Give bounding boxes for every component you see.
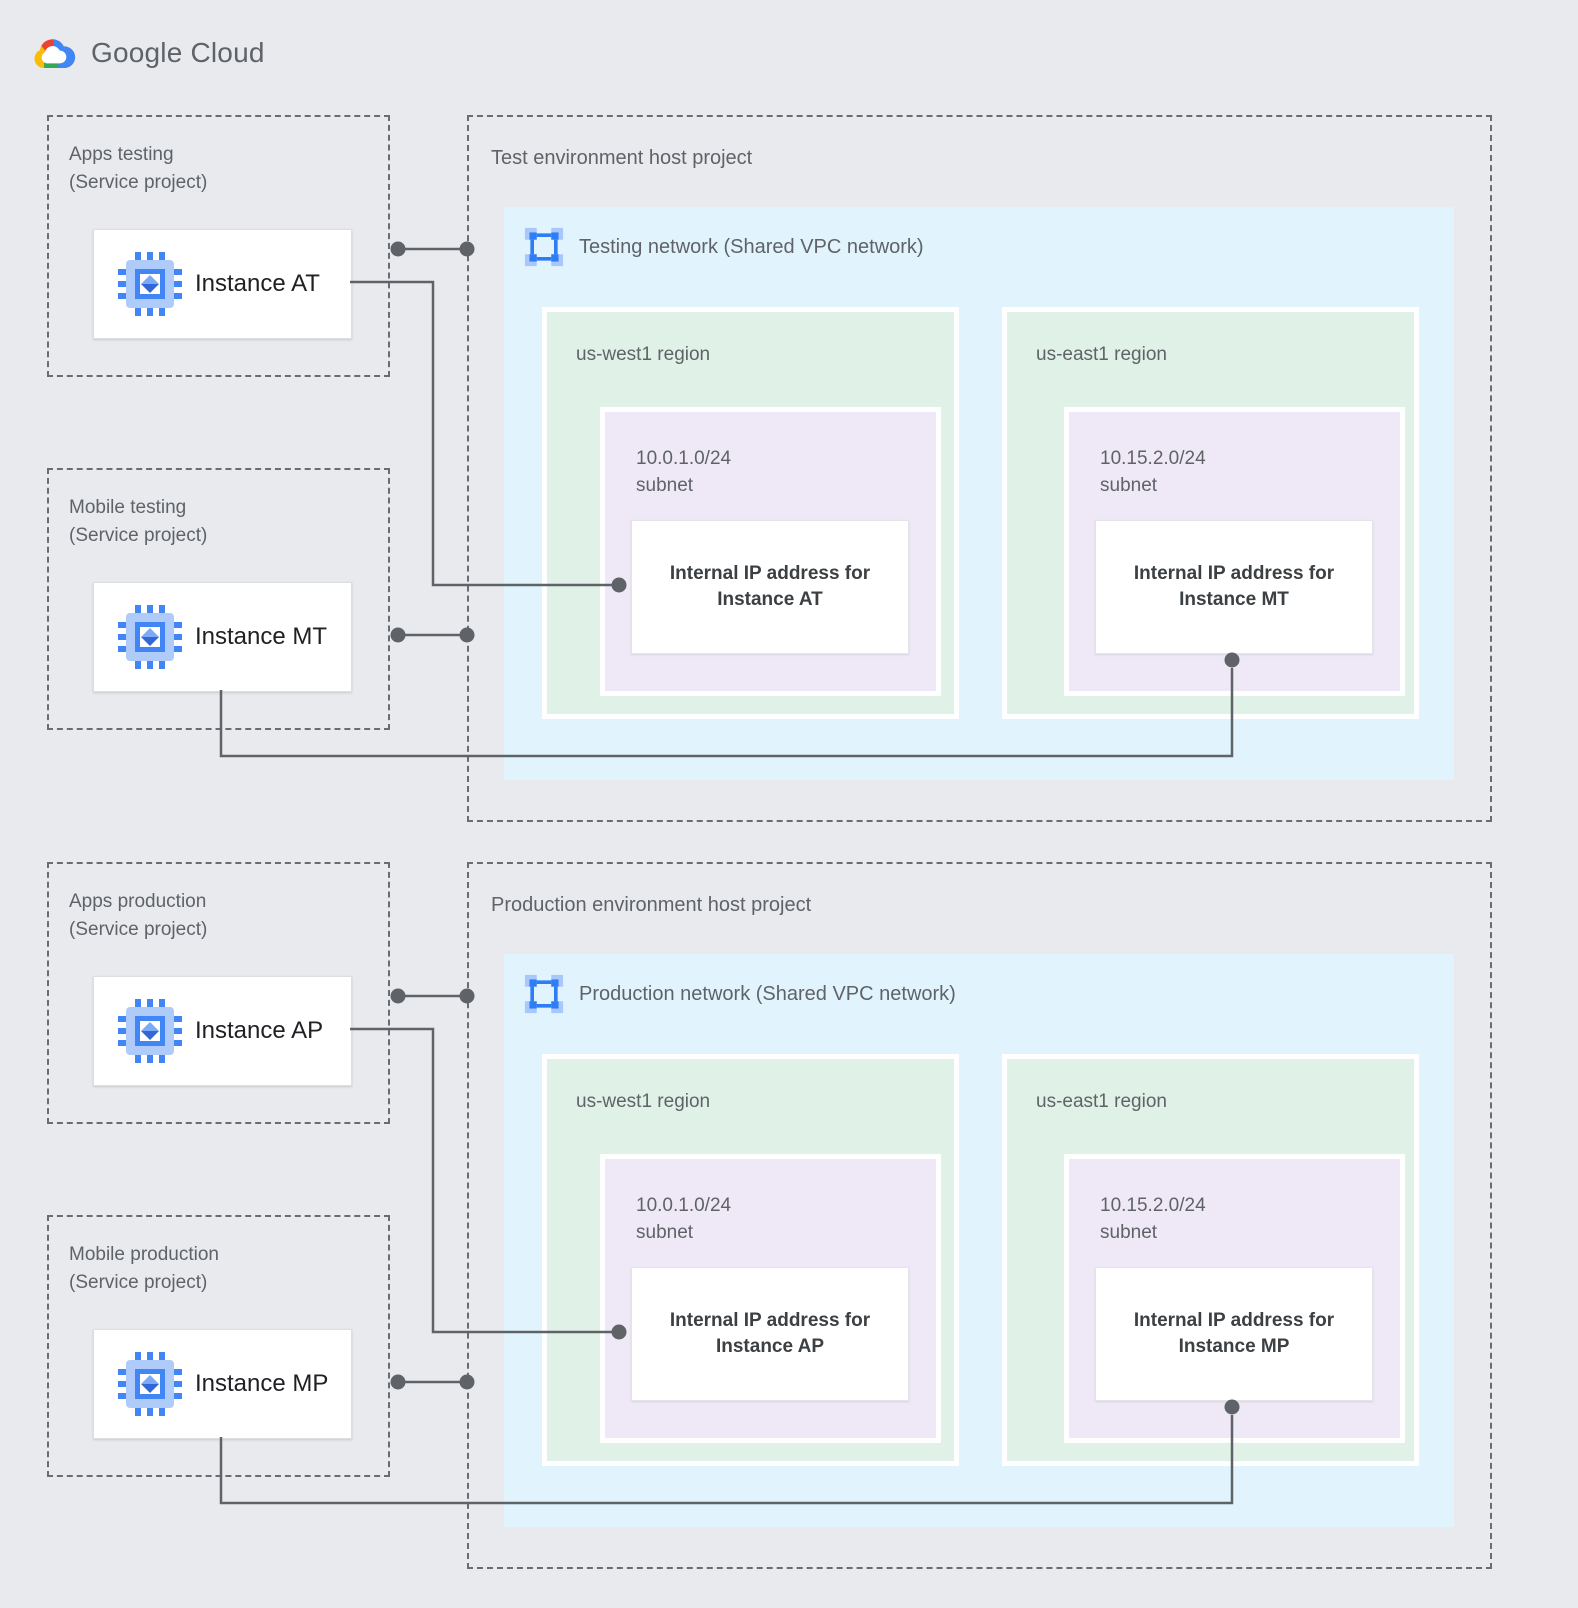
service-project-title: Apps production (Service project)	[69, 888, 207, 943]
instance-card-mp: Instance MP	[93, 1329, 352, 1439]
ip-line1: Internal IP address for	[1133, 563, 1335, 585]
region-label: us-east1 region	[1036, 344, 1167, 365]
subnet-box: 10.15.2.0/24 subnet Internal IP address …	[1064, 407, 1405, 696]
subnet-label: 10.15.2.0/24 subnet	[1100, 446, 1206, 499]
service-project-mobile-production: Mobile production (Service project) Inst…	[47, 1215, 390, 1477]
google-cloud-logo: Google Cloud	[30, 34, 265, 72]
network-label: Production network (Shared VPC network)	[579, 982, 956, 1005]
region-us-west1: us-west1 region 10.0.1.0/24 subnet Inter…	[542, 307, 959, 719]
region-us-east1: us-east1 region 10.15.2.0/24 subnet Inte…	[1002, 1054, 1419, 1466]
service-project-subtitle: (Service project)	[69, 918, 208, 940]
production-network: Production network (Shared VPC network) …	[504, 954, 1454, 1527]
ip-line1: Internal IP address for	[669, 1310, 871, 1332]
service-project-name: Mobile production	[69, 1244, 219, 1265]
subnet-label: 10.0.1.0/24 subnet	[636, 1193, 731, 1246]
region-label: us-west1 region	[576, 1091, 711, 1112]
service-project-mobile-testing: Mobile testing (Service project) Instanc…	[47, 468, 390, 730]
ip-line1: Internal IP address for	[1133, 1310, 1335, 1332]
vpc-network-icon	[524, 974, 564, 1014]
subnet-word: subnet	[1100, 1221, 1158, 1243]
subnet-word: subnet	[636, 1221, 694, 1243]
service-project-subtitle: (Service project)	[69, 171, 208, 193]
subnet-word: subnet	[1100, 474, 1158, 496]
network-header: Testing network (Shared VPC network)	[524, 227, 924, 267]
region-us-west1: us-west1 region 10.0.1.0/24 subnet Inter…	[542, 1054, 959, 1466]
internal-ip-card-mp: Internal IP address for Instance MP	[1095, 1267, 1373, 1401]
service-project-title: Mobile testing (Service project)	[69, 494, 207, 549]
compute-engine-icon	[118, 999, 182, 1063]
service-project-name: Apps testing	[69, 144, 174, 165]
internal-ip-card-mt: Internal IP address for Instance MT	[1095, 520, 1373, 654]
instance-card-ap: Instance AP	[93, 976, 352, 1086]
service-project-subtitle: (Service project)	[69, 1271, 208, 1293]
internal-ip-card-at: Internal IP address for Instance AT	[631, 520, 909, 654]
ip-line2: Instance AP	[715, 1336, 825, 1357]
connector-dot	[390, 627, 406, 643]
region-us-east1: us-east1 region 10.15.2.0/24 subnet Inte…	[1002, 307, 1419, 719]
instance-label: Instance MP	[195, 1370, 329, 1397]
service-project-title: Mobile production (Service project)	[69, 1241, 219, 1296]
ip-line2: Instance MT	[1179, 589, 1289, 610]
logo-text: Google Cloud	[91, 37, 265, 68]
testing-network: Testing network (Shared VPC network) us-…	[504, 207, 1454, 780]
compute-engine-icon	[118, 605, 182, 669]
subnet-box: 10.0.1.0/24 subnet Internal IP address f…	[600, 1154, 941, 1443]
instance-card-mt: Instance MT	[93, 582, 352, 692]
service-project-name: Apps production	[69, 891, 207, 912]
ip-line2: Instance MP	[1178, 1336, 1290, 1357]
vpc-network-icon	[524, 227, 564, 267]
instance-label: Instance MT	[195, 623, 328, 650]
service-project-apps-testing: Apps testing (Service project) Instance …	[47, 115, 390, 377]
subnet-cidr: 10.15.2.0/24	[1100, 448, 1206, 469]
ip-line1: Internal IP address for	[669, 563, 871, 585]
service-project-name: Mobile testing	[69, 497, 187, 518]
subnet-cidr: 10.0.1.0/24	[636, 448, 732, 469]
network-header: Production network (Shared VPC network)	[524, 974, 956, 1014]
region-label: us-west1 region	[576, 344, 711, 365]
service-project-apps-production: Apps production (Service project) Instan…	[47, 862, 390, 1124]
host-project-title: Test environment host project	[491, 147, 753, 169]
service-project-title: Apps testing (Service project)	[69, 141, 207, 196]
subnet-word: subnet	[636, 474, 694, 496]
region-label: us-east1 region	[1036, 1091, 1167, 1112]
subnet-label: 10.15.2.0/24 subnet	[1100, 1193, 1206, 1246]
google-cloud-icon	[30, 34, 77, 72]
subnet-label: 10.0.1.0/24 subnet	[636, 446, 731, 499]
connector-dot	[390, 1374, 406, 1390]
instance-card-at: Instance AT	[93, 229, 352, 339]
compute-engine-icon	[118, 252, 182, 316]
internal-ip-card-ap: Internal IP address for Instance AP	[631, 1267, 909, 1401]
instance-label: Instance AT	[195, 270, 320, 297]
service-project-subtitle: (Service project)	[69, 524, 208, 546]
subnet-cidr: 10.0.1.0/24	[636, 1195, 732, 1216]
compute-engine-icon	[118, 1352, 182, 1416]
subnet-cidr: 10.15.2.0/24	[1100, 1195, 1206, 1216]
connector-dot	[390, 241, 406, 257]
instance-label: Instance AP	[195, 1017, 324, 1044]
subnet-box: 10.15.2.0/24 subnet Internal IP address …	[1064, 1154, 1405, 1443]
subnet-box: 10.0.1.0/24 subnet Internal IP address f…	[600, 407, 941, 696]
host-project-test: Test environment host project Testing ne…	[467, 115, 1492, 822]
host-project-production: Production environment host project Prod…	[467, 862, 1492, 1569]
host-project-title: Production environment host project	[491, 894, 812, 916]
ip-line2: Instance AT	[717, 589, 823, 610]
connector-dot	[390, 988, 406, 1004]
network-label: Testing network (Shared VPC network)	[579, 235, 924, 258]
